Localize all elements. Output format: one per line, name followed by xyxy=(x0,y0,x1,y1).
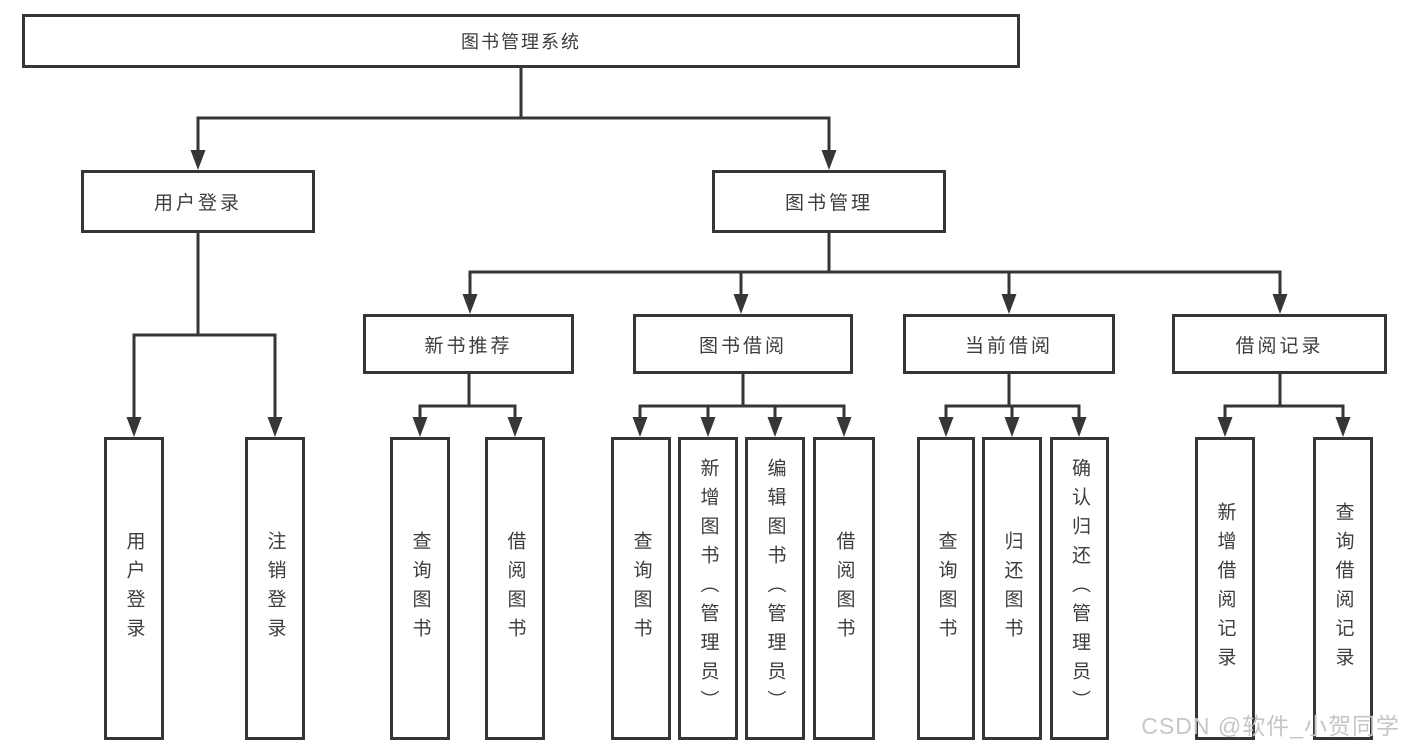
leaf-query-books-recommend: 查询图书 xyxy=(390,437,450,740)
node-book-management: 图书管理 xyxy=(712,170,946,233)
arrowhead xyxy=(507,417,523,437)
arrowhead xyxy=(1004,417,1020,437)
arrowhead xyxy=(632,417,648,437)
arrowhead xyxy=(938,417,954,437)
leaf-borrow-books-recommend: 借阅图书 xyxy=(485,437,545,740)
arrowhead xyxy=(1001,294,1017,314)
arrowhead xyxy=(767,417,783,437)
leaf-add-book-admin: 新增图书（管理员） xyxy=(678,437,738,740)
leaf-edit-book-admin: 编辑图书（管理员） xyxy=(745,437,805,740)
arrowhead xyxy=(1217,417,1233,437)
node-user-login: 用户登录 xyxy=(81,170,315,233)
arrowhead xyxy=(267,417,283,437)
node-current-borrow: 当前借阅 xyxy=(903,314,1115,374)
watermark: CSDN @软件_小贺同学 xyxy=(1141,713,1400,739)
connector-user-login-branch xyxy=(132,231,277,427)
arrowhead xyxy=(1071,417,1087,437)
arrowhead xyxy=(821,150,837,170)
connector-level3-branches xyxy=(418,372,1345,427)
leaf-query-books-borrow: 查询图书 xyxy=(611,437,671,740)
arrowhead xyxy=(733,294,749,314)
arrowhead xyxy=(462,294,478,314)
connector-paths xyxy=(132,66,1345,427)
leaf-query-books-current: 查询图书 xyxy=(917,437,975,740)
arrowhead xyxy=(126,417,142,437)
arrowhead xyxy=(836,417,852,437)
arrowhead xyxy=(190,150,206,170)
arrowhead xyxy=(412,417,428,437)
connector-root-to-level2 xyxy=(196,66,831,160)
leaf-confirm-return-admin: 确认归还（管理员） xyxy=(1050,437,1109,740)
node-new-book-recommend: 新书推荐 xyxy=(363,314,574,374)
leaf-return-books: 归还图书 xyxy=(982,437,1042,740)
node-book-borrow: 图书借阅 xyxy=(633,314,853,374)
leaf-borrow-books-borrow: 借阅图书 xyxy=(813,437,875,740)
arrowhead xyxy=(700,417,716,437)
node-borrow-records: 借阅记录 xyxy=(1172,314,1387,374)
leaf-logout-login: 注销登录 xyxy=(245,437,305,740)
arrowhead xyxy=(1272,294,1288,314)
node-root: 图书管理系统 xyxy=(22,14,1020,68)
leaf-user-login: 用户登录 xyxy=(104,437,164,740)
connector-book-management-branch xyxy=(468,231,1282,304)
leaf-query-borrow-record: 查询借阅记录 xyxy=(1313,437,1373,740)
arrowhead xyxy=(1335,417,1351,437)
leaf-add-borrow-record: 新增借阅记录 xyxy=(1195,437,1255,740)
arrowheads xyxy=(126,150,1351,437)
